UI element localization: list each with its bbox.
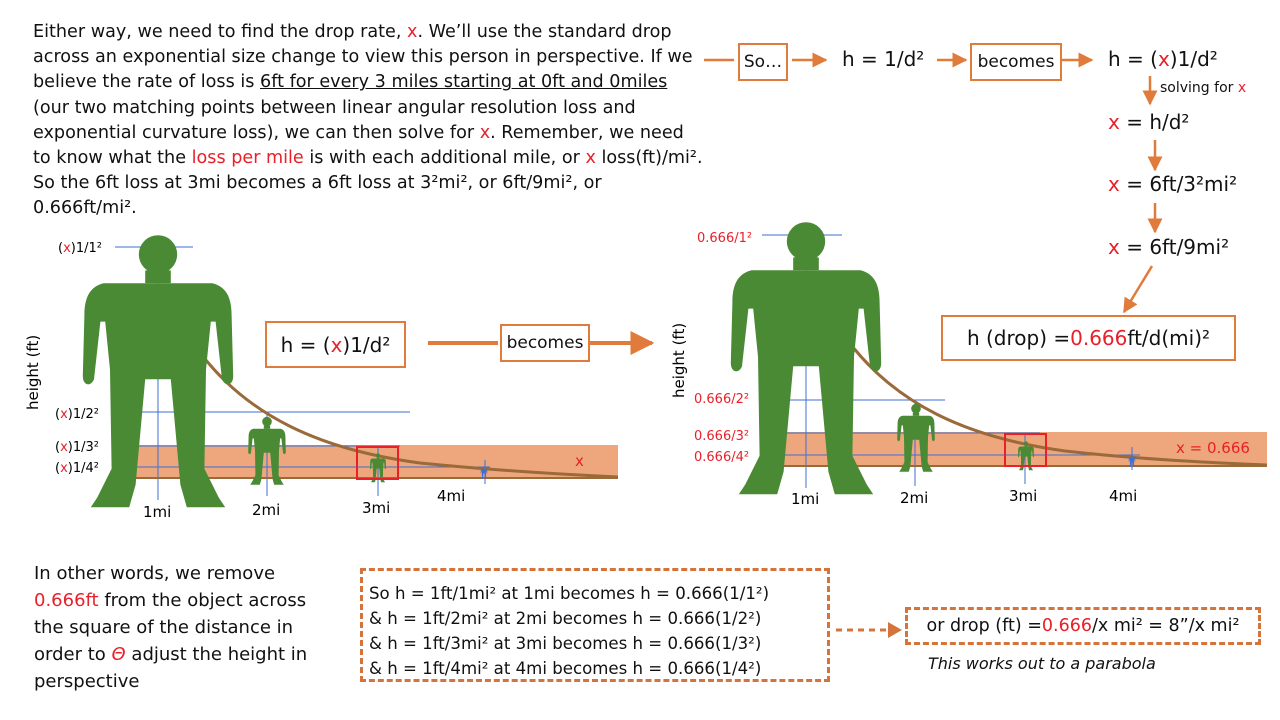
arrow-to-final xyxy=(1122,265,1154,314)
left-level-label-3: (x)1/3² xyxy=(55,440,99,455)
right-tick-1mi: 1mi xyxy=(791,490,819,508)
result-formula-box: or drop (ft) = 0.666/x mi² = 8”/x mi² xyxy=(905,607,1261,645)
left-tick-3mi: 3mi xyxy=(362,499,390,517)
left-formula-box: h = (x)1/d² xyxy=(265,321,406,368)
left-tick-2mi: 2mi xyxy=(252,501,280,519)
right-tick-4mi: 4mi xyxy=(1109,487,1137,505)
left-3mi-highlight-box xyxy=(356,446,399,480)
examples-box: So h = 1ft/1mi² at 1mi becomes h = 0.666… xyxy=(360,568,830,682)
equation-h-1-over-d2: h = 1/d² xyxy=(842,47,925,71)
dashed-connector-head xyxy=(888,622,902,638)
right-level-label-3: 0.666/3² xyxy=(694,429,749,444)
loss-per-mile-highlight: loss per mile xyxy=(191,148,304,169)
right-chart: x = 0.666 height (ft) 0.666/1² 0.666/2² … xyxy=(670,222,1268,508)
example-line-3: & h = 1ft/3mi² at 3mi becomes h = 0.666(… xyxy=(369,634,762,653)
example-line-1: So h = 1ft/1mi² at 1mi becomes h = 0.666… xyxy=(369,584,770,603)
solving-for-x-label: solving for x xyxy=(1160,80,1247,96)
left-level-label-2: (x)1/2² xyxy=(55,407,99,422)
underlined-premise: 6ft for every 3 miles starting at 0ft an… xyxy=(260,72,668,93)
left-drop-curve xyxy=(176,317,619,479)
step-x-6ft-9: x = 6ft/9mi² xyxy=(1108,235,1230,259)
left-level-label-4: (x)1/4² xyxy=(55,461,99,476)
right-band-label: x = 0.666 xyxy=(1176,439,1250,457)
becomes-box-middle: becomes xyxy=(500,324,590,362)
removed-value: 0.666ft xyxy=(34,590,99,611)
equation-h-x-over-d2: h = (x)1/d² xyxy=(1108,47,1218,71)
left-y-axis-label: height (ft) xyxy=(24,335,42,410)
example-line-2: & h = 1ft/2mi² at 2mi becomes h = 0.666(… xyxy=(369,609,762,628)
right-level-label-4: 0.666/4² xyxy=(694,450,749,465)
right-tick-3mi: 3mi xyxy=(1009,487,1037,505)
theta-symbol: Θ xyxy=(111,644,126,665)
left-chart: x height (ft) (x)1/1² (x)1/2² (x)1/3² (x… xyxy=(24,235,619,521)
left-tick-4mi: 4mi xyxy=(437,487,465,505)
intro-paragraph: Either way, we need to find the drop rat… xyxy=(33,22,703,219)
example-line-4: & h = 1ft/4mi² at 4mi becomes h = 0.666(… xyxy=(369,659,762,678)
var-x: x xyxy=(407,22,418,42)
right-level-label-2: 0.666/2² xyxy=(694,392,749,407)
right-level-label-1: 0.666/1² xyxy=(697,231,752,246)
left-level-label-1: (x)1/1² xyxy=(58,241,102,256)
left-band-label: x xyxy=(575,452,584,470)
right-y-axis-label: height (ft) xyxy=(670,323,688,398)
right-3mi-highlight-box xyxy=(1004,433,1047,467)
bottom-explanation: In other words, we remove 0.666ft from t… xyxy=(34,563,308,692)
right-tick-2mi: 2mi xyxy=(900,489,928,507)
parabola-note: This works out to a parabola xyxy=(928,654,1156,673)
step-x-h-d2: x = h/d² xyxy=(1108,110,1190,134)
becomes-box-top: becomes xyxy=(970,43,1062,81)
left-tick-1mi: 1mi xyxy=(143,503,171,521)
step-x-6ft-3sq: x = 6ft/3²mi² xyxy=(1108,172,1238,196)
right-drop-curve xyxy=(824,305,1268,467)
so-box: So… xyxy=(738,43,788,81)
